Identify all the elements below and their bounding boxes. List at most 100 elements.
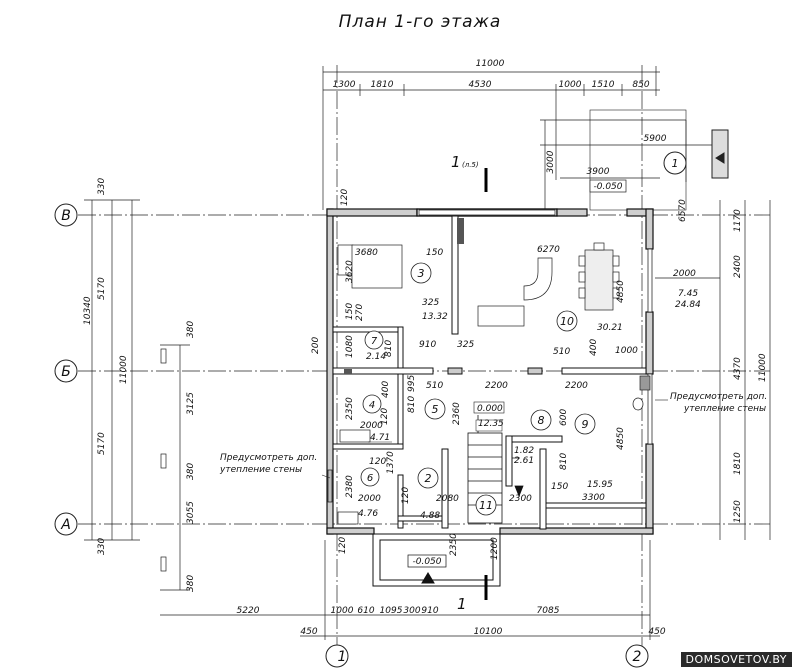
svg-text:910: 910 (421, 606, 438, 616)
svg-text:6270: 6270 (537, 245, 560, 255)
svg-text:2380: 2380 (345, 475, 355, 498)
svg-text:150: 150 (345, 303, 355, 320)
svg-text:2300: 2300 (509, 494, 532, 504)
svg-text:4370: 4370 (733, 357, 743, 380)
section-mark-top-ref: (л.5) (462, 161, 479, 169)
svg-text:380: 380 (186, 575, 196, 592)
room-4-number: 4 (369, 400, 375, 411)
svg-text:120: 120 (340, 189, 350, 206)
interior-dimensions: 3680 150 6270 325 910 325 270 810 1080 3… (338, 189, 638, 560)
room-2-number: 2 (425, 472, 432, 485)
svg-text:4850: 4850 (616, 280, 626, 303)
section-mark-bottom: 1 (457, 595, 467, 613)
svg-text:300: 300 (403, 606, 420, 616)
svg-text:3125: 3125 (186, 392, 196, 415)
axis-B-bubble (54, 359, 78, 383)
room-5-number: 5 (432, 403, 439, 416)
dim-top-2: 1810 (371, 80, 394, 90)
svg-text:2080: 2080 (436, 494, 459, 504)
level-entry-top: -0.050 (593, 182, 622, 192)
svg-text:330: 330 (97, 538, 107, 555)
svg-text:4.71: 4.71 (370, 433, 390, 443)
svg-text:120: 120 (401, 487, 411, 504)
left-dimension-lines (84, 199, 325, 616)
axis-V-label: В (61, 208, 71, 224)
dim-top-4: 1000 (559, 80, 582, 90)
svg-text:150: 150 (551, 482, 568, 492)
room-3-number: 3 (418, 267, 425, 280)
axis-B-label: Б (61, 364, 71, 380)
svg-text:Предусмотреть доп.: Предусмотреть доп. (220, 453, 317, 463)
svg-text:600: 600 (559, 409, 569, 426)
svg-text:510: 510 (553, 347, 570, 357)
room-areas: 4.71 12.35 0.000 4.76 2.14 2.61 1.82 15.… (358, 289, 701, 521)
svg-text:1370: 1370 (386, 451, 396, 474)
left-dimension-labels: 330 330 5170 5170 10340 11000 380 3125 3… (83, 178, 321, 592)
svg-text:325: 325 (422, 298, 439, 308)
svg-text:400: 400 (589, 339, 599, 356)
axis-markers: В Б А 1 2 (54, 203, 649, 668)
bottom-dimension-lines (300, 540, 660, 640)
svg-text:1200: 1200 (490, 537, 500, 560)
dim-top-1: 1300 (333, 80, 356, 90)
svg-text:5220: 5220 (237, 606, 260, 616)
svg-text:1810: 1810 (733, 452, 743, 475)
level-entry-top-box (589, 179, 627, 193)
svg-text:утепление стены: утепление стены (683, 404, 766, 414)
room-1-number: 1 (672, 157, 679, 170)
dim-5900: 5900 (644, 134, 667, 144)
room-6-number: 6 (367, 473, 373, 484)
watermark: DOMSOVETOV.BY (680, 652, 792, 667)
svg-text:10340: 10340 (83, 296, 93, 325)
entrance-porch (372, 533, 501, 600)
room-markers (360, 262, 596, 516)
svg-text:0.000: 0.000 (477, 404, 503, 414)
plan-title: План 1-го этажа (339, 12, 502, 32)
svg-text:4.88: 4.88 (420, 511, 440, 521)
dim-top-overall: 11000 (476, 59, 505, 69)
right-dimension-lines (655, 200, 771, 540)
svg-text:120: 120 (369, 457, 386, 467)
axis-1-label: 1 (338, 649, 347, 665)
room-9-number: 9 (582, 418, 589, 431)
section-mark-top: 1 (451, 153, 461, 171)
svg-text:330: 330 (97, 178, 107, 195)
svg-text:12.35: 12.35 (478, 419, 504, 429)
dim-top-5: 1510 (592, 80, 615, 90)
svg-text:120: 120 (380, 408, 390, 425)
svg-text:810: 810 (559, 453, 569, 470)
svg-text:24.84: 24.84 (675, 300, 701, 310)
room-8-number: 8 (538, 414, 545, 427)
columns (344, 218, 464, 374)
svg-text:7.45: 7.45 (678, 289, 698, 299)
svg-text:15.95: 15.95 (587, 480, 613, 490)
svg-text:2200: 2200 (485, 381, 508, 391)
svg-text:380: 380 (186, 321, 196, 338)
svg-text:30.21: 30.21 (597, 323, 623, 333)
svg-text:1250: 1250 (733, 500, 743, 523)
svg-text:2000: 2000 (358, 494, 381, 504)
axis-2-label: 2 (633, 649, 642, 665)
svg-text:2200: 2200 (565, 381, 588, 391)
svg-text:1000: 1000 (615, 346, 638, 356)
svg-text:610: 610 (357, 606, 374, 616)
room-11-number: 11 (479, 499, 493, 512)
svg-text:4.76: 4.76 (358, 509, 378, 519)
svg-text:910: 910 (419, 340, 436, 350)
svg-text:10100: 10100 (474, 627, 503, 637)
level-entry-bottom-box (407, 554, 447, 568)
axis-A-bubble (54, 512, 78, 536)
svg-text:400: 400 (381, 381, 391, 398)
svg-text:2350: 2350 (449, 533, 459, 556)
svg-text:3680: 3680 (355, 248, 378, 258)
svg-text:450: 450 (648, 627, 665, 637)
svg-text:2000: 2000 (360, 421, 383, 431)
svg-text:380: 380 (186, 463, 196, 480)
bottom-dimension-labels: 10100 450 450 5220 7085 1000 610 1095 30… (237, 606, 666, 637)
svg-text:200: 200 (311, 337, 321, 354)
svg-text:2.61: 2.61 (514, 456, 534, 466)
svg-text:2400: 2400 (733, 255, 743, 278)
svg-text:3300: 3300 (582, 493, 605, 503)
svg-text:120: 120 (338, 537, 348, 554)
svg-text:11000: 11000 (758, 353, 768, 382)
